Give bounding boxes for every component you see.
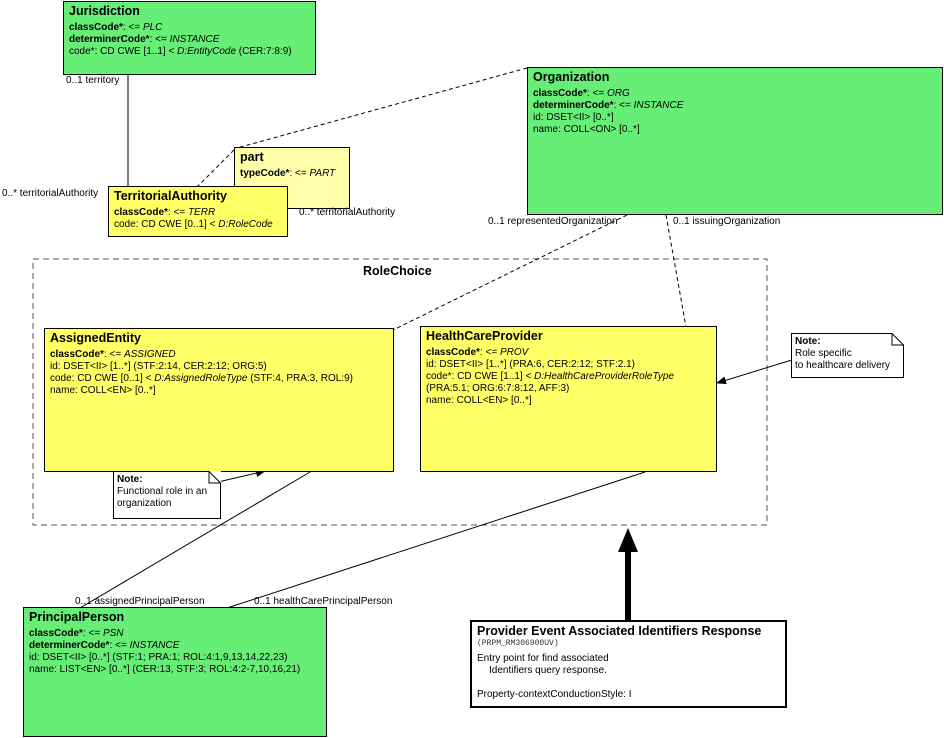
label-territorialauthority-left: 0..* territorialAuthority — [2, 188, 99, 199]
entry-point-id: (PRPM_RM306900UV) — [477, 639, 559, 648]
note-functional-role-line1: Functional role in an — [117, 486, 208, 497]
rolechoice-title: RoleChoice — [363, 264, 432, 278]
healthcareprovider-code: code*: CD CWE [1..1] < D:HealthCareProvi… — [426, 371, 674, 382]
healthcareprovider-classcode: classCode*: <= PROV — [426, 347, 529, 358]
issuing-org-link — [665, 214, 687, 328]
part-class[interactable]: part typeCode*: <= PART — [234, 147, 350, 209]
part-territorial-link — [196, 149, 235, 188]
label-territory: 0..1 territory — [66, 75, 120, 86]
assignedentity-classcode: classCode*: <= ASSIGNED — [50, 349, 176, 360]
assignedentity-name: name: COLL<EN> [0..*] — [50, 385, 156, 396]
jurisdiction-determinercode: determinerCode*: <= INSTANCE — [69, 34, 220, 45]
note-role-specific-line2: to healthcare delivery — [795, 360, 891, 371]
entry-point-title: Provider Event Associated Identifiers Re… — [477, 624, 762, 638]
entry-point-desc1: Entry point for find associated — [477, 653, 609, 664]
jurisdiction-code: code*: CD CWE [1..1] < D:EntityCode (CER… — [69, 46, 292, 57]
note-functional-role-outline — [113, 471, 221, 519]
principalperson-determinercode: determinerCode*: <= INSTANCE — [29, 640, 180, 651]
organization-classcode: classCode*: <= ORG — [533, 88, 630, 99]
organization-determinercode: determinerCode*: <= INSTANCE — [533, 100, 684, 111]
note-role-specific-title: Note: — [795, 336, 821, 347]
healthcareprovider-class[interactable]: HealthCareProvider classCode*: <= PROV i… — [420, 326, 717, 472]
healthcareprovider-code-cont: (PRA:5.1; ORG:6:7:8:12, AFF:3) — [426, 383, 570, 394]
assignedentity-id: id: DSET<II> [1..*] (STF:2:14, CER:2:12;… — [50, 361, 267, 372]
healthcareprovider-title: HealthCareProvider — [426, 329, 543, 343]
jurisdiction-classcode: classCode*: <= PLC — [69, 22, 163, 33]
assigned-person-link — [79, 471, 311, 609]
label-issuing-organization: 0..1 issuingOrganization — [673, 216, 781, 227]
assignedentity-class[interactable]: AssignedEntity classCode*: <= ASSIGNED i… — [44, 328, 394, 472]
principalperson-title: PrincipalPerson — [29, 610, 125, 624]
organization-class[interactable]: Organization classCode*: <= ORG determin… — [527, 67, 943, 215]
entry-point-box[interactable]: Provider Event Associated Identifiers Re… — [470, 620, 787, 708]
label-assigned-principal-person: 0..1 assignedPrincipalPerson — [75, 596, 205, 607]
organization-id: id: DSET<II> [0..*] — [533, 112, 614, 123]
represented-org-link — [392, 214, 628, 331]
part-typecode: typeCode*: <= PART — [240, 168, 336, 179]
jurisdiction-class[interactable]: Jurisdiction classCode*: <= PLC determin… — [63, 1, 316, 75]
assignedentity-code: code: CD CWE [0..1] < D:AssignedRoleType… — [50, 373, 354, 384]
principalperson-id: id: DSET<II> [0..*] (STF:1; PRA:1; ROL:4… — [29, 652, 288, 663]
territorialauthority-title: TerritorialAuthority — [114, 189, 227, 203]
entry-point-arrowhead — [618, 528, 638, 552]
assignedentity-title: AssignedEntity — [50, 331, 141, 345]
healthcareprovider-name: name: COLL<EN> [0..*] — [426, 395, 532, 406]
note-role-specific-outline — [791, 333, 904, 378]
note-functional-role-title: Note: — [117, 474, 143, 485]
jurisdiction-title: Jurisdiction — [69, 4, 140, 18]
note-functional-role-line2: organization — [117, 498, 172, 509]
territorialauthority-class[interactable]: TerritorialAuthority classCode*: <= TERR… — [108, 186, 288, 237]
part-title: part — [240, 150, 264, 164]
hcp-person-link — [226, 471, 646, 609]
label-represented-organization: 0..1 representedOrganization — [488, 216, 618, 227]
principalperson-class[interactable]: PrincipalPerson classCode*: <= PSN deter… — [23, 607, 327, 737]
note1-arrow — [716, 358, 796, 385]
healthcareprovider-id: id: DSET<II> [1..*] (PRA:6, CER:2:12; ST… — [426, 359, 635, 370]
entry-point-desc2: Identifiers query response. — [489, 665, 607, 676]
note-role-specific-line1: Role specific — [795, 348, 852, 359]
entry-point-style: Property-contextConductionStyle: I — [477, 689, 632, 700]
note-functional-role: Note: Functional role in an organization — [113, 471, 221, 519]
note2-arrow — [217, 469, 266, 483]
territorialauthority-code: code: CD CWE [0..1] < D:RoleCode — [114, 219, 273, 230]
principalperson-classcode: classCode*: <= PSN — [29, 628, 124, 639]
label-healthcare-principal-person: 0..1 healthCarePrincipalPerson — [254, 596, 393, 607]
principalperson-name: name: LIST<EN> [0..*] (CER:13, STF:3; RO… — [29, 664, 301, 675]
label-territorialauthority-right: 0..* territorialAuthority — [299, 207, 396, 218]
territorialauthority-classcode: classCode*: <= TERR — [114, 207, 216, 218]
org-part-link — [236, 67, 528, 149]
organization-title: Organization — [533, 70, 610, 84]
note-role-specific: Note: Role specific to healthcare delive… — [791, 333, 904, 378]
organization-name: name: COLL<ON> [0..*] — [533, 124, 640, 135]
